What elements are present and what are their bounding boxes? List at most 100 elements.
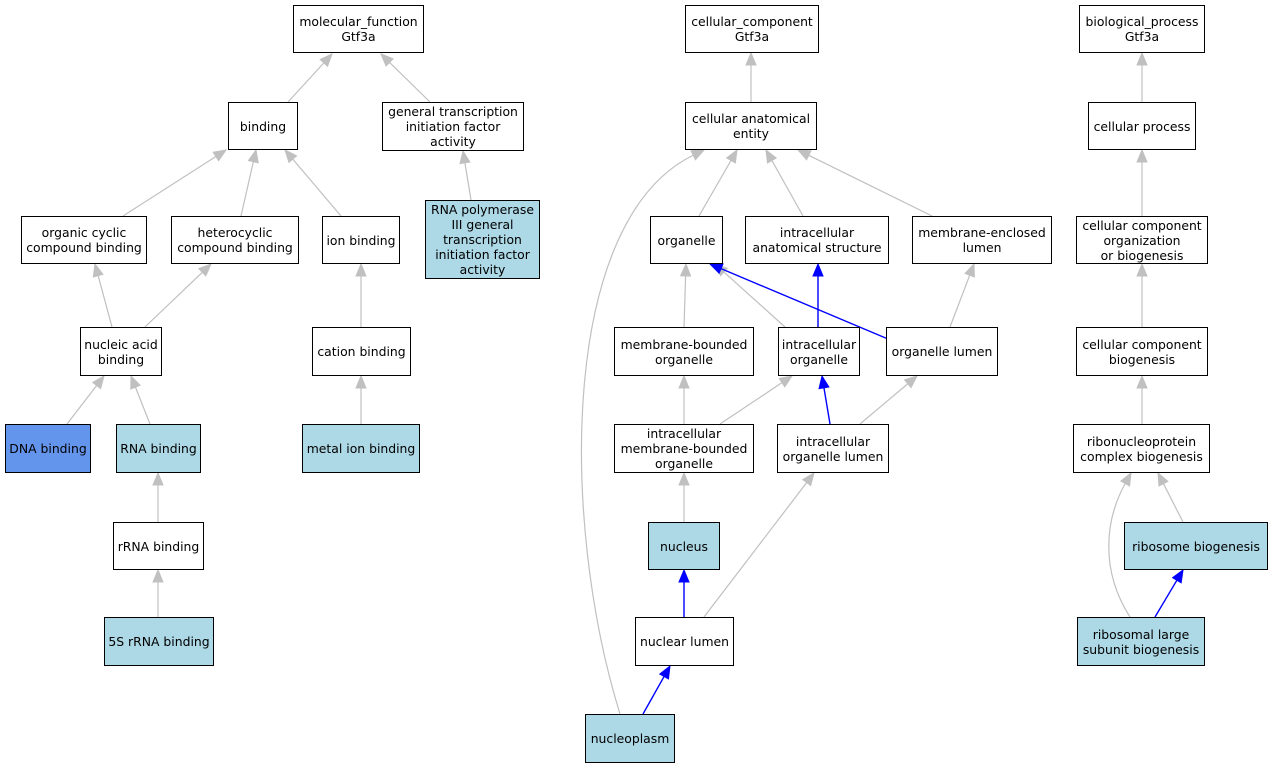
arrowhead-nucleus-to-imbo (678, 471, 690, 486)
edge-mbo-to-organelle (683, 275, 687, 328)
go-term-cc[interactable]: cellular_component Gtf3a (685, 5, 819, 53)
arrowhead-hcb-to-binding (247, 148, 259, 164)
arrowhead-ccb-to-ccob (1136, 262, 1148, 277)
arrowhead-cae-to-cc (745, 51, 757, 66)
go-term-ias[interactable]: intracellular anatomical structure (745, 216, 889, 264)
arrowhead-iol-to-ol (903, 375, 918, 389)
edge-iol-to-ol (859, 383, 909, 425)
edge-nucleoplasm-to-nl (642, 676, 665, 715)
go-term-ccob[interactable]: cellular component organization or bioge… (1076, 216, 1208, 264)
arrowhead-nucleoplasm-to-cae (690, 149, 706, 161)
edge-mel-to-cae (808, 154, 933, 217)
edge-io-to-organelle (723, 271, 786, 328)
arrowhead-dnab-to-nab (91, 374, 105, 390)
edge-iol-to-io (823, 387, 831, 425)
go-term-iol[interactable]: intracellular organelle lumen (777, 424, 889, 473)
edge-rnab-to-nab (134, 386, 151, 425)
go-term-dnab[interactable]: DNA binding (5, 424, 91, 473)
arrowhead-rb-to-rcb (1157, 471, 1169, 487)
arrowhead-rcb-to-ccb (1136, 374, 1148, 389)
go-term-mel[interactable]: membrane-enclosed lumen (912, 216, 1052, 264)
arrowhead-metalb-to-catb (355, 374, 367, 389)
arrowhead-rlsb-to-rb (1171, 568, 1184, 584)
go-term-nucleus[interactable]: nucleus (648, 522, 720, 570)
arrowhead-ocb-to-binding (212, 149, 228, 162)
arrowhead-iol-to-io (818, 374, 830, 390)
go-term-hcb[interactable]: heterocyclic compound binding (171, 216, 299, 264)
go-term-nab[interactable]: nucleic acid binding (80, 327, 162, 376)
arrowhead-rrnab-to-rnab (152, 471, 164, 486)
go-term-io[interactable]: intracellular organelle (778, 327, 860, 376)
arrowhead-rnab-to-nab (130, 374, 141, 390)
go-term-ccb[interactable]: cellular component biogenesis (1076, 327, 1208, 376)
go-term-cae[interactable]: cellular anatomical entity (685, 102, 817, 150)
arrowhead-ol-to-mel (964, 262, 975, 278)
edge-hcb-to-binding (240, 161, 254, 217)
arrowhead-rnap3-to-gtifa (459, 149, 471, 165)
edge-rlsb-to-rcb (1108, 483, 1131, 618)
edge-ionb-to-binding (292, 158, 342, 217)
go-term-mbo[interactable]: membrane-bounded organelle (614, 327, 754, 376)
arrowhead-gtifa-to-mf (380, 53, 394, 67)
edge-imbo-to-io (719, 382, 783, 425)
edge-ias-to-cae (771, 160, 804, 217)
arrowhead-nucleoplasm-to-nl (658, 664, 671, 680)
go-term-rlsb[interactable]: ribosomal large subunit biogenesis (1077, 617, 1205, 666)
go-term-rrnab[interactable]: rRNA binding (113, 522, 204, 570)
go-term-ol[interactable]: organelle lumen (886, 327, 998, 376)
arrowhead-mbo-to-organelle (679, 262, 692, 277)
arrowhead-nl-to-nucleus (678, 568, 690, 583)
go-term-rnab[interactable]: RNA binding (116, 424, 201, 473)
go-term-imbo[interactable]: intracellular membrane-bounded organelle (614, 424, 754, 473)
go-term-organelle[interactable]: organelle (650, 216, 723, 264)
go-term-rb[interactable]: ribosome biogenesis (1124, 522, 1268, 570)
arrowhead-ccob-to-cp (1136, 148, 1148, 163)
edge-rb-to-rcb (1162, 483, 1184, 523)
edge-rnap3-to-gtifa (464, 162, 472, 201)
go-term-mf[interactable]: molecular_function Gtf3a (293, 5, 424, 53)
arrowhead-io-to-ias (812, 262, 824, 277)
go-term-ocb[interactable]: organic cyclic compound binding (21, 216, 147, 264)
go-term-rnap3[interactable]: RNA polymerase III general transcription… (425, 200, 540, 279)
arrowhead-r5s-to-rrnab (152, 568, 164, 583)
arrowhead-ias-to-cae (765, 148, 778, 164)
go-term-bp[interactable]: biological_process Gtf3a (1079, 5, 1205, 53)
arrowhead-ol-to-organelle (708, 263, 724, 275)
edge-ol-to-organelle (720, 268, 889, 340)
arrowhead-catb-to-ionb (355, 262, 367, 277)
go-term-cp[interactable]: cellular process (1088, 102, 1196, 150)
arrowhead-nl-to-iol (801, 471, 815, 487)
go-term-gtifa[interactable]: general transcription initiation factor … (382, 102, 524, 151)
edge-dnab-to-nab (66, 385, 98, 425)
arrowhead-ionb-to-binding (284, 149, 298, 164)
edge-nab-to-hcb (144, 271, 203, 328)
arrowhead-binding-to-mf (319, 53, 333, 68)
edge-binding-to-mf (287, 62, 325, 103)
edge-organelle-to-cae (698, 160, 732, 217)
go-term-nl[interactable]: nuclear lumen (635, 617, 734, 666)
edge-ol-to-mel (949, 275, 971, 328)
edge-ocb-to-binding (122, 155, 217, 217)
arrowhead-nab-to-hcb (197, 263, 212, 277)
edge-nl-to-iol (703, 482, 808, 618)
go-term-rcb[interactable]: ribonucleoprotein complex biogenesis (1073, 424, 1210, 473)
arrowhead-rlsb-to-rcb (1119, 471, 1132, 487)
arrowhead-cp-to-bp (1136, 51, 1148, 66)
edge-rlsb-to-rb (1154, 579, 1178, 618)
go-term-r5s[interactable]: 5S rRNA binding (104, 617, 214, 666)
go-term-binding[interactable]: binding (228, 102, 298, 150)
arrowhead-imbo-to-mbo (678, 374, 690, 389)
go-term-nucleoplasm[interactable]: nucleoplasm (585, 714, 675, 763)
edge-gtifa-to-mf (389, 61, 431, 103)
arrowhead-nab-to-ocb (92, 262, 104, 278)
arrowhead-organelle-to-cae (725, 148, 738, 164)
go-term-catb[interactable]: cation binding (312, 327, 411, 376)
edge-nucleoplasm-to-cae (580, 154, 694, 715)
arrowhead-imbo-to-io (778, 375, 794, 388)
go-term-ionb[interactable]: ion binding (322, 216, 400, 264)
arrowhead-mel-to-cae (796, 149, 812, 161)
edge-nab-to-ocb (97, 275, 113, 328)
go-term-metalb[interactable]: metal ion binding (302, 424, 420, 473)
